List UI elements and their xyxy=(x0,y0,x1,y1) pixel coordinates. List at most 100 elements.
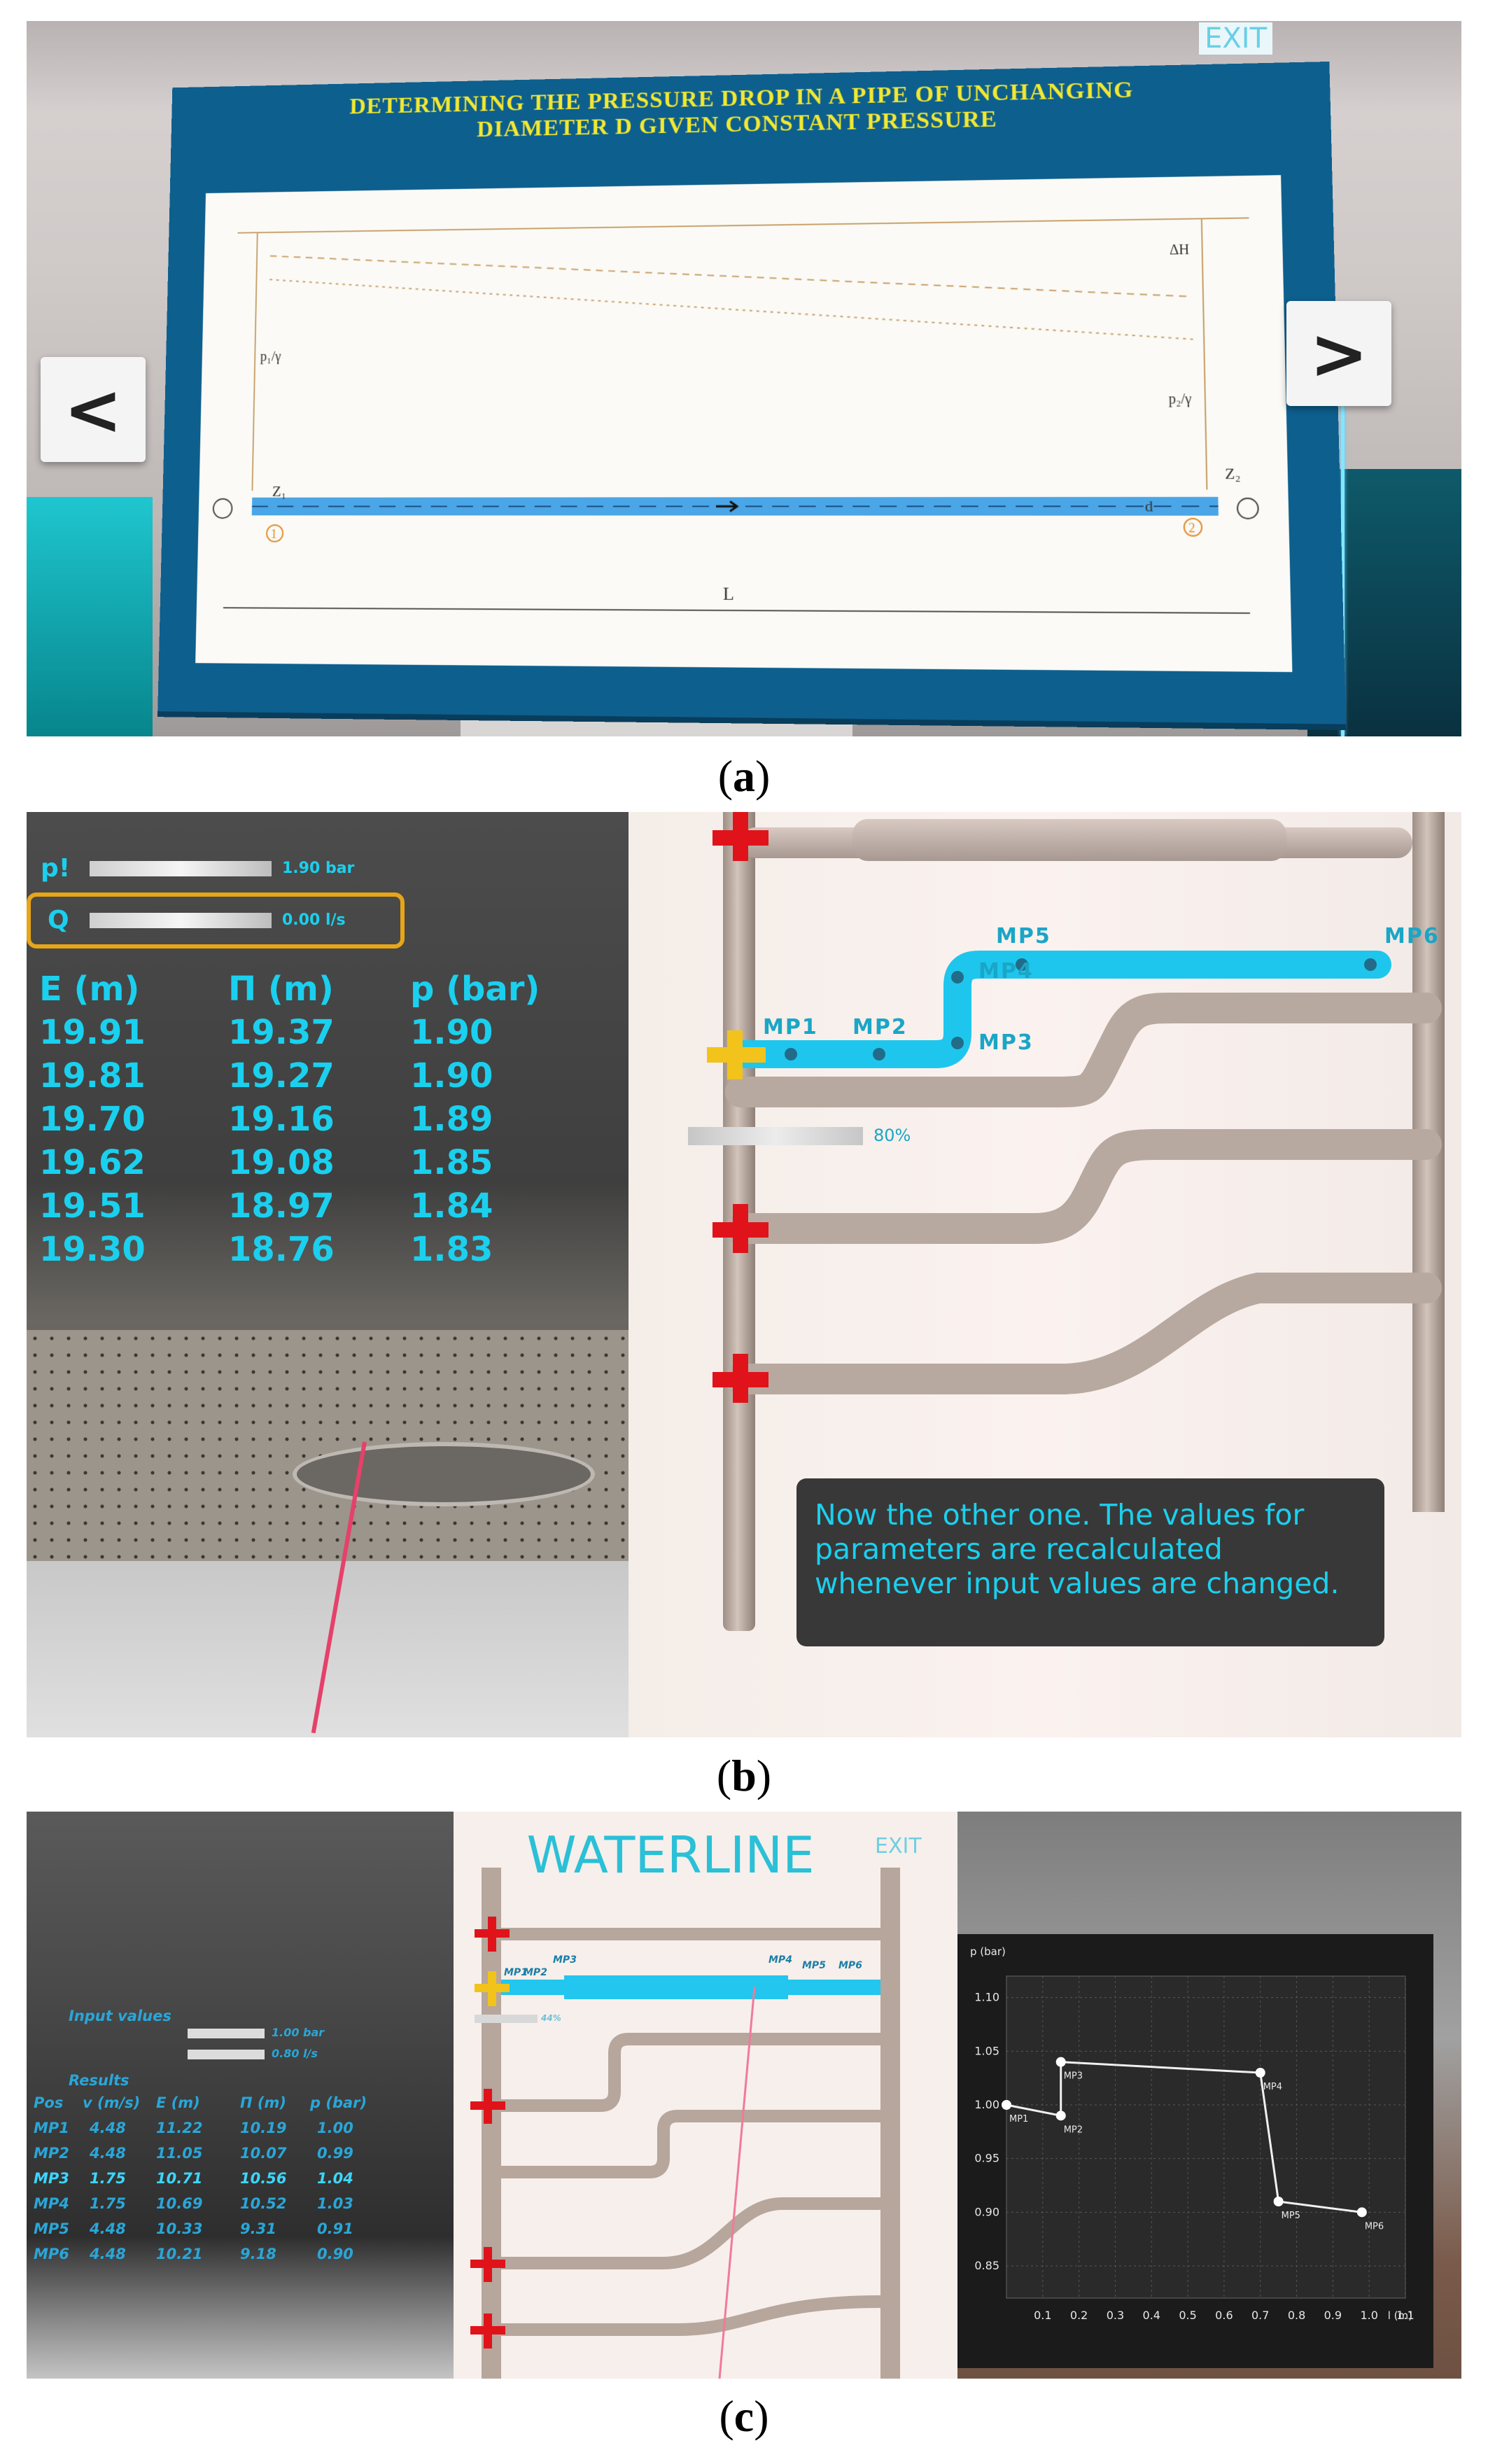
measure-point-mp6[interactable] xyxy=(1364,958,1377,971)
mp6-label: MP6 xyxy=(1384,924,1440,948)
x-axis-label: l (m) xyxy=(1388,2309,1412,2322)
mp3-label: MP3 xyxy=(553,1954,577,1966)
presentation-board: DETERMINING THE PRESSURE DROP IN A PIPE … xyxy=(157,61,1347,724)
valve-icon[interactable] xyxy=(713,812,768,861)
table-cell: 19.27 xyxy=(228,1056,335,1096)
active-valve-icon[interactable] xyxy=(475,1971,510,2006)
data-point xyxy=(1255,2068,1265,2078)
panel-c-screenshot: WATERLINE EXIT Input values 1.00 bar 0.8… xyxy=(27,1812,1461,2379)
next-slide-button[interactable]: > xyxy=(1286,301,1391,406)
pressure-slider[interactable] xyxy=(188,2029,265,2038)
data-point-label: MP3 xyxy=(1064,2071,1083,2082)
exit-button[interactable]: EXIT xyxy=(875,1834,922,1858)
flow-slider[interactable] xyxy=(188,2050,265,2059)
mp3-label: MP3 xyxy=(978,1030,1034,1055)
x-tick-label: 0.5 xyxy=(1179,2309,1196,2322)
pressure-drop-diagram: Z₁ Z₂ p₁/γ p₂/γ ΔH L 1 2 d xyxy=(195,175,1292,672)
flow-input-slider[interactable] xyxy=(90,913,272,928)
results-label: Results xyxy=(69,2072,129,2089)
valve-icon[interactable] xyxy=(713,1354,768,1403)
valve-icon[interactable] xyxy=(470,2314,505,2348)
valve-icon[interactable] xyxy=(470,2247,505,2282)
table-cell: 19.62 xyxy=(39,1143,146,1182)
x-tick-label: 0.6 xyxy=(1215,2309,1233,2322)
pressure-input-label: p! xyxy=(41,854,71,883)
measure-point-mp3[interactable] xyxy=(951,1037,964,1049)
pressure-input-value: 1.90 bar xyxy=(282,860,355,877)
x-tick-label: 0.1 xyxy=(1034,2309,1051,2322)
table-cell: 18.97 xyxy=(228,1186,335,1226)
plot-area xyxy=(1006,1975,1406,2299)
data-point xyxy=(1356,2207,1367,2218)
pipe-branch-1-wide xyxy=(852,819,1286,861)
controller-ray xyxy=(1341,405,1345,736)
pipe-branch-4 xyxy=(725,1129,1442,1244)
y-tick-label: 1.10 xyxy=(974,1991,999,2004)
y-tick-label: 1.00 xyxy=(974,2098,999,2111)
y-tick-label: 1.05 xyxy=(974,2044,999,2057)
pipe xyxy=(251,496,1219,516)
measure-point-mp2[interactable] xyxy=(873,1048,885,1060)
y-tick-label: 0.90 xyxy=(974,2205,999,2218)
mp2-label: MP2 xyxy=(852,1015,908,1040)
data-point-label: MP6 xyxy=(1365,2221,1384,2232)
kitchen-counter xyxy=(27,1330,629,1561)
measure-point-mp1[interactable] xyxy=(785,1048,797,1060)
flow-input-value: 0.00 l/s xyxy=(282,911,346,929)
exit-button[interactable]: EXIT xyxy=(1199,22,1272,55)
x-tick-label: 1.1 xyxy=(1396,2309,1414,2322)
length-dimension xyxy=(223,608,1250,613)
energy-line xyxy=(269,244,1193,307)
pipe-branch xyxy=(501,2295,881,2336)
valve-opening-bar[interactable] xyxy=(688,1127,863,1145)
panel-b-screenshot: p! 1.90 bar Q 0.00 l/s E (m) Π (m) p (ba… xyxy=(27,812,1461,1737)
pipe-branch-3 xyxy=(725,993,1442,1107)
prev-slide-button[interactable]: < xyxy=(41,357,146,462)
y-tick-label: 0.95 xyxy=(974,2152,999,2165)
pipe-branch-5 xyxy=(725,1273,1442,1394)
x-tick-label: 0.7 xyxy=(1251,2309,1269,2322)
y-axis-label: p (bar) xyxy=(970,1945,1006,1958)
data-point xyxy=(1055,2057,1066,2067)
mp2-label: MP2 xyxy=(524,1967,547,1978)
measure-point-mp4[interactable] xyxy=(951,971,964,983)
label-z1: Z₁ xyxy=(272,483,287,500)
valve-icon[interactable] xyxy=(713,1204,768,1253)
measure-point-mp5[interactable] xyxy=(1016,958,1028,971)
station-2-label: 2 xyxy=(1188,520,1195,535)
series-line xyxy=(1006,2061,1363,2213)
table-cell: 19.16 xyxy=(228,1100,335,1139)
table-cell: 19.51 xyxy=(39,1186,146,1226)
valve-icon[interactable] xyxy=(475,1917,510,1952)
active-valve-icon[interactable] xyxy=(707,1030,766,1079)
mp1-label: MP1 xyxy=(504,1967,528,1978)
table-cell: 1.90 xyxy=(410,1056,493,1096)
panel-a-screenshot: EXIT DETERMINING THE PRESSURE DROP IN A … xyxy=(27,21,1461,736)
y-tick-label: 0.85 xyxy=(974,2259,999,2272)
data-point-label: MP4 xyxy=(1263,2082,1282,2092)
valve-opening-value: 80% xyxy=(873,1126,911,1145)
x-tick-label: 0.2 xyxy=(1070,2309,1088,2322)
valve-opening-bar[interactable] xyxy=(475,2015,538,2023)
table-header-energy: E (m) xyxy=(39,969,140,1009)
waterline-title: WATERLINE xyxy=(526,1826,815,1884)
active-pipe xyxy=(727,951,1391,1068)
kitchen-background xyxy=(27,1812,454,2379)
input-values-label: Input values xyxy=(69,2008,171,2024)
label-p2-gamma: p₂/γ xyxy=(1168,392,1192,407)
valve-icon[interactable] xyxy=(470,2089,505,2124)
table-cell: 1.90 xyxy=(410,1013,493,1052)
diagram-frame-top xyxy=(238,218,1249,232)
pressure-input-slider[interactable] xyxy=(90,861,272,876)
controller-ray xyxy=(718,1986,756,2379)
waterline-board xyxy=(454,1812,957,2379)
label-diameter: d xyxy=(1145,497,1153,514)
table-cell: 19.30 xyxy=(39,1230,146,1269)
valve-right-icon xyxy=(1237,498,1258,519)
table-cell: 19.81 xyxy=(39,1056,146,1096)
right-riser-pipe xyxy=(880,1868,900,2379)
label-p1-gamma: p₁/γ xyxy=(260,349,281,364)
table-cell: 19.08 xyxy=(228,1143,335,1182)
station-1-label: 1 xyxy=(271,527,277,541)
